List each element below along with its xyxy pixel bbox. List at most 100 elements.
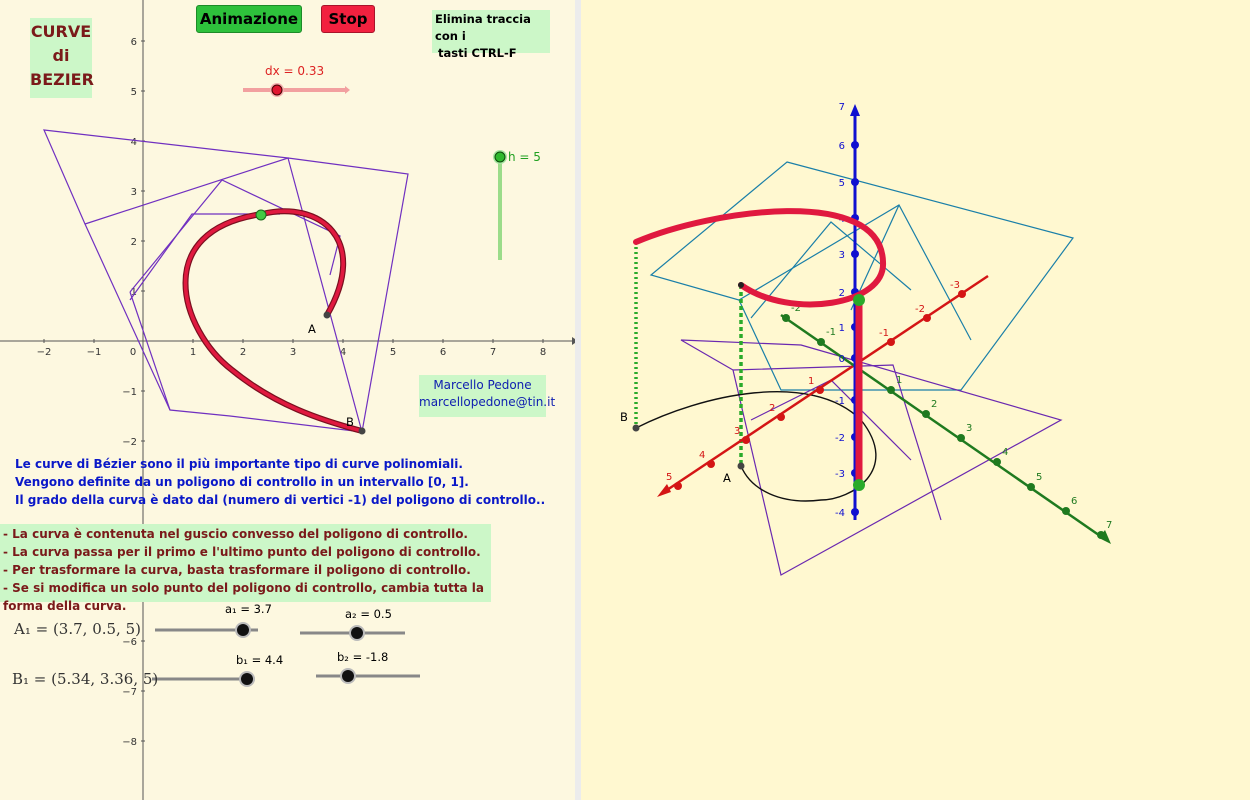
y3-axis-tick-dot <box>993 458 1001 466</box>
z-axis-tick-label: -2 <box>835 433 845 444</box>
z-axis-tick-dot <box>851 250 859 258</box>
point-a-3d[interactable] <box>737 462 745 470</box>
x3-axis-tick-dot <box>958 290 966 298</box>
b2-slider-handle[interactable] <box>342 670 354 682</box>
y-tick-label: 1 <box>131 287 137 298</box>
dx-slider-handle[interactable] <box>271 84 283 96</box>
y3-axis-tick-label: 3 <box>966 423 972 434</box>
a2-slider-label: a₂ = 0.5 <box>345 607 392 621</box>
point-a-label: A <box>308 322 316 336</box>
x3-axis-tick-label: 1 <box>808 376 814 387</box>
b2-slider-label: b₂ = -1.8 <box>337 650 389 664</box>
z-axis-tick-label: 1 <box>839 323 845 334</box>
y3-axis-tick-label: 7 <box>1106 520 1112 531</box>
construction-line-1 <box>84 157 363 433</box>
top-green-point[interactable] <box>853 294 865 306</box>
bezier-curve <box>183 209 364 433</box>
h-slider-handle[interactable] <box>494 151 506 163</box>
point-a[interactable] <box>323 311 331 319</box>
z-axis-tick-label: 7 <box>839 102 845 113</box>
3d-x-axis <box>660 274 989 496</box>
x-tick-label: 5 <box>390 347 396 358</box>
3d-y-axis <box>780 313 1107 542</box>
y3-axis-tick-dot <box>1097 531 1105 539</box>
animate-button[interactable]: Animazione <box>196 5 302 33</box>
description-text: Le curve di Bézier sono il più important… <box>15 455 545 509</box>
3d-x-axis-arrow <box>657 484 671 497</box>
a2-slider-handle[interactable] <box>351 627 363 639</box>
description-line-3: Il grado della curva è dato dal (numero … <box>15 493 546 507</box>
x3-axis-tick-label: 4 <box>699 450 705 461</box>
x-tick-label: 2 <box>240 347 246 358</box>
x3-axis-tick-label: -1 <box>879 328 889 339</box>
b1-slider-handle[interactable] <box>241 673 253 685</box>
y-tick-label: −6 <box>122 637 137 648</box>
y3-axis-tick-dot <box>782 314 790 322</box>
z-axis-tick-dot <box>851 141 859 149</box>
curve-point[interactable] <box>255 209 267 221</box>
x3-axis-tick-dot <box>674 482 682 490</box>
bezier-curve-3d <box>633 208 887 308</box>
upper-control-polygon <box>649 161 1075 391</box>
x-tick-label: 3 <box>290 347 296 358</box>
x3-axis-tick-label: 2 <box>769 403 775 414</box>
construction-line-4 <box>129 291 171 411</box>
point-b[interactable] <box>358 427 366 435</box>
point-b-label: B <box>346 415 354 429</box>
x-tick-label: 0 <box>130 347 136 358</box>
y-tick-label: −7 <box>122 687 137 698</box>
author-box: Marcello Pedone marcellopedone@tin.it <box>419 375 556 417</box>
y3-axis-tick-label: 1 <box>896 375 902 386</box>
y3-axis-tick-dot <box>1027 483 1035 491</box>
point-a-3d-label: A <box>723 471 731 485</box>
a1-coordinates: A₁ = (3.7, 0.5, 5) <box>14 620 141 638</box>
lower-construction-1 <box>732 364 942 521</box>
x3-axis-tick-dot <box>887 338 895 346</box>
y-tick-label: 3 <box>131 187 137 198</box>
y3-axis-tick-dot <box>817 338 825 346</box>
control-polygon <box>43 129 409 433</box>
author-name: Marcello Pedone <box>433 378 532 392</box>
y3-axis-tick-label: 5 <box>1036 472 1042 483</box>
a1-slider-handle[interactable] <box>237 624 249 636</box>
3d-z-axis-arrow <box>850 104 860 116</box>
y3-axis-tick-label: 2 <box>931 399 937 410</box>
3d-y-axis-arrow <box>1099 530 1111 544</box>
title-line-1: CURVE <box>30 22 92 41</box>
b1-slider-label: b₁ = 4.4 <box>236 653 284 667</box>
z-axis-tick-label: -1 <box>835 396 845 407</box>
b1-coordinates: B₁ = (5.34, 3.36, 5) <box>12 670 159 688</box>
x3-axis-tick-dot <box>923 314 931 322</box>
z-axis-tick-label: 6 <box>839 141 845 152</box>
point-a1-3d[interactable] <box>738 282 744 288</box>
property-line-3: - Per trasformare la curva, basta trasfo… <box>3 563 471 577</box>
y3-axis-tick-label: -2 <box>791 303 801 314</box>
construction-line-3 <box>129 213 280 301</box>
properties-box: - La curva è contenuta nel guscio conves… <box>0 524 491 613</box>
bottom-green-point[interactable] <box>853 479 865 491</box>
view-divider[interactable] <box>575 0 581 800</box>
lower-control-polygon <box>680 339 1063 576</box>
x-tick-label: −2 <box>37 347 52 358</box>
y-tick-label: 4 <box>131 137 137 148</box>
y-tick-label: 6 <box>131 37 137 48</box>
y3-axis-tick-dot <box>957 434 965 442</box>
point-b-3d-label: B <box>620 410 628 424</box>
x3-axis-tick-label: 5 <box>666 472 672 483</box>
description-line-1: Le curve di Bézier sono il più important… <box>15 457 463 471</box>
stop-button[interactable]: Stop <box>321 5 375 33</box>
z-axis-tick-label: 0 <box>839 354 845 365</box>
point-b-3d[interactable] <box>632 424 640 432</box>
z-axis-tick-label: 3 <box>839 250 845 261</box>
title-line-3: BEZIER <box>30 70 94 89</box>
y3-axis-tick-label: 4 <box>1002 447 1008 458</box>
author-email[interactable]: marcellopedone@tin.it <box>419 395 556 409</box>
y3-axis-tick-label: -1 <box>826 327 836 338</box>
x-tick-label: 1 <box>190 347 196 358</box>
z-axis-tick-dot <box>851 178 859 186</box>
x-axis-arrow <box>572 337 575 345</box>
